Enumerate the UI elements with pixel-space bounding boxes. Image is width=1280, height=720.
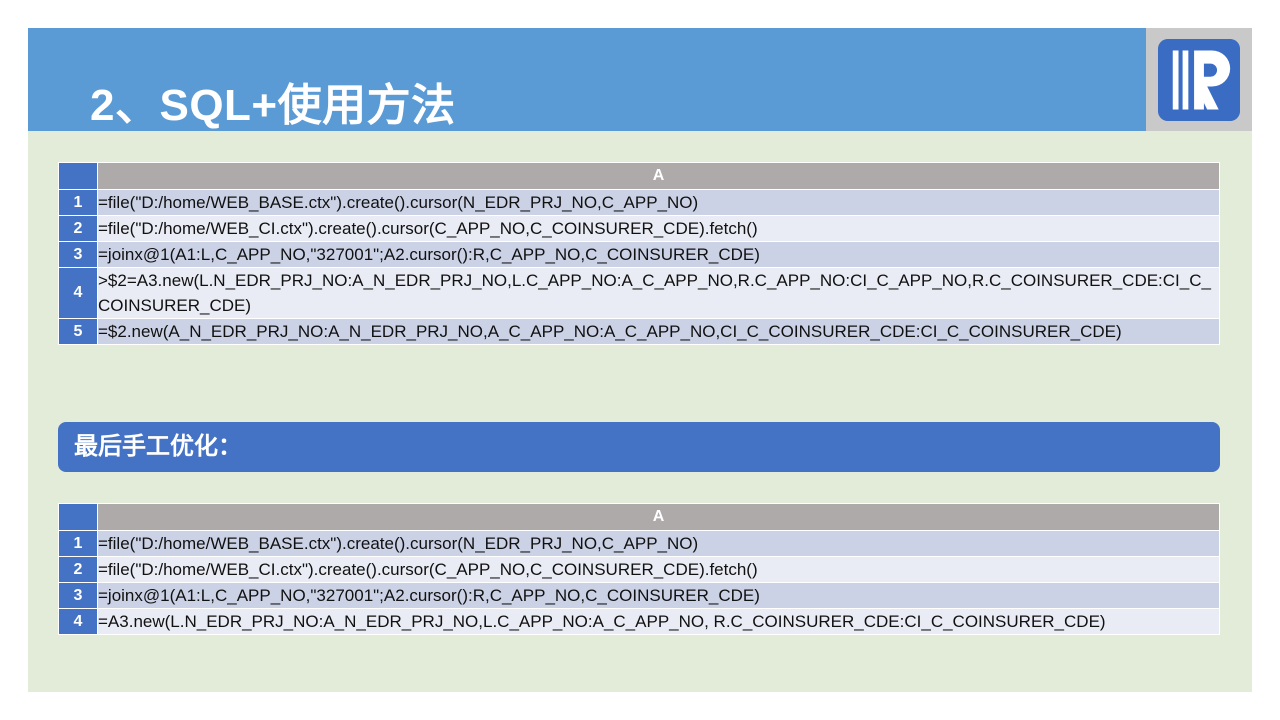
row-number: 1 [59,190,97,215]
title-banner: 2、SQL+使用方法 [28,28,1146,131]
table-row[interactable]: 4 >$2=A3.new(L.N_EDR_PRJ_NO:A_N_EDR_PRJ_… [59,268,1219,318]
cell-a4[interactable]: =A3.new(L.N_EDR_PRJ_NO:A_N_EDR_PRJ_NO,L.… [98,609,1219,634]
table-row[interactable]: 2 =file("D:/home/WEB_CI.ctx").create().c… [59,216,1219,241]
code-grid-original: A 1 =file("D:/home/WEB_BASE.ctx").create… [58,162,1220,345]
table-header-row: A [59,504,1219,530]
cell-a3[interactable]: =joinx@1(A1:L,C_APP_NO,"327001";A2.curso… [98,583,1219,608]
raqsoft-r-logo-icon [1158,38,1240,121]
grid-corner-cell [59,504,97,530]
table-row[interactable]: 1 =file("D:/home/WEB_BASE.ctx").create()… [59,531,1219,556]
table-row[interactable]: 3 =joinx@1(A1:L,C_APP_NO,"327001";A2.cur… [59,583,1219,608]
cell-a2[interactable]: =file("D:/home/WEB_CI.ctx").create().cur… [98,557,1219,582]
code-table-optimized: A 1 =file("D:/home/WEB_BASE.ctx").create… [58,503,1220,635]
row-number: 1 [59,531,97,556]
section-banner-label: 最后手工优化： [74,433,242,460]
row-number: 5 [59,319,97,344]
column-header-a: A [98,504,1219,530]
row-number: 4 [59,609,97,634]
table-row[interactable]: 1 =file("D:/home/WEB_BASE.ctx").create()… [59,190,1219,215]
table-row[interactable]: 5 =$2.new(A_N_EDR_PRJ_NO:A_N_EDR_PRJ_NO,… [59,319,1219,344]
column-header-a: A [98,163,1219,189]
section-banner: 最后手工优化： [58,422,1220,472]
cell-a3[interactable]: =joinx@1(A1:L,C_APP_NO,"327001";A2.curso… [98,242,1219,267]
code-grid-optimized: A 1 =file("D:/home/WEB_BASE.ctx").create… [58,503,1220,635]
row-number: 2 [59,216,97,241]
row-number: 3 [59,242,97,267]
cell-a1[interactable]: =file("D:/home/WEB_BASE.ctx").create().c… [98,190,1219,215]
table-row[interactable]: 2 =file("D:/home/WEB_CI.ctx").create().c… [59,557,1219,582]
cell-a1[interactable]: =file("D:/home/WEB_BASE.ctx").create().c… [98,531,1219,556]
row-number: 3 [59,583,97,608]
table-header-row: A [59,163,1219,189]
grid-corner-cell [59,163,97,189]
page-title: 2、SQL+使用方法 [90,81,456,130]
row-number: 2 [59,557,97,582]
table-row[interactable]: 3 =joinx@1(A1:L,C_APP_NO,"327001";A2.cur… [59,242,1219,267]
table-row[interactable]: 4 =A3.new(L.N_EDR_PRJ_NO:A_N_EDR_PRJ_NO,… [59,609,1219,634]
cell-a5[interactable]: =$2.new(A_N_EDR_PRJ_NO:A_N_EDR_PRJ_NO,A_… [98,319,1219,344]
cell-a4[interactable]: >$2=A3.new(L.N_EDR_PRJ_NO:A_N_EDR_PRJ_NO… [98,268,1219,318]
cell-a2[interactable]: =file("D:/home/WEB_CI.ctx").create().cur… [98,216,1219,241]
logo-container [1146,28,1252,131]
row-number: 4 [59,268,97,318]
code-table-original: A 1 =file("D:/home/WEB_BASE.ctx").create… [58,162,1220,345]
